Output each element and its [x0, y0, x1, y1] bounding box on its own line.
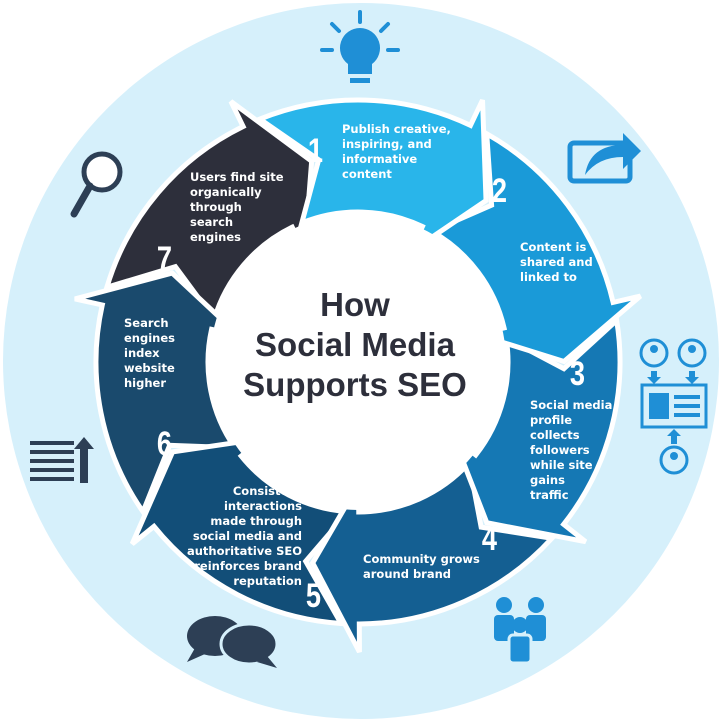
step-3-arrow: [448, 315, 623, 545]
step-2-number: 2: [491, 172, 508, 210]
step-5-arrow: [129, 434, 354, 627]
group-icon: [494, 597, 546, 665]
step-2-text: Content is shared and linked to: [520, 240, 593, 284]
chat-bubbles-icon: [187, 616, 279, 668]
step-1-number: 1: [307, 132, 324, 170]
magnifier-icon: [70, 151, 123, 218]
step-6-arrow: [74, 270, 248, 517]
step-6-number: 6: [156, 425, 173, 463]
step-6-text: Search engines index website higher: [124, 316, 175, 390]
step-4-arrow: [309, 457, 557, 654]
step-7-number: 7: [156, 240, 173, 278]
step-3-number: 3: [569, 355, 586, 393]
ranking-list-icon: [30, 437, 94, 483]
lightbulb-icon: [320, 10, 400, 83]
step-4-number: 4: [481, 520, 498, 558]
share-icon: [567, 133, 641, 184]
step-7-arrow: [103, 99, 315, 325]
center-circle: [210, 214, 506, 510]
step-2-arrow: [426, 129, 643, 365]
step-3-text: Social media profile collects followers …: [530, 398, 613, 502]
step-5-text: Consistent interactions made through soc…: [186, 484, 302, 588]
profile-network-icon: [639, 338, 708, 475]
step-7-text: Users find site organically through sear…: [190, 170, 284, 244]
step-1-text: Publish creative, inspiring, and informa…: [342, 122, 451, 181]
step-5-number: 5: [305, 577, 322, 615]
step-4-text: Community grows around brand: [363, 552, 480, 581]
diagram-title: How Social Media Supports SEO: [243, 286, 467, 403]
step-1-arrow: [254, 97, 489, 260]
